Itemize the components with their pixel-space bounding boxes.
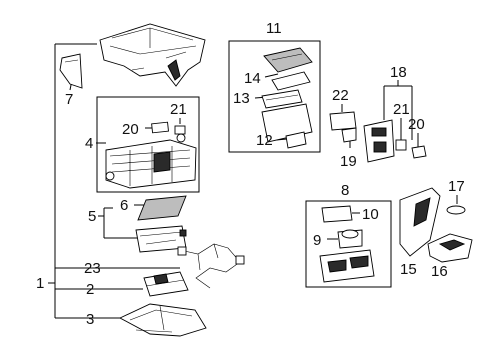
callout-11: 11 — [266, 20, 282, 37]
leader-18 — [383, 80, 413, 140]
callout-20-right: 20 — [408, 116, 425, 133]
part-7-trim-panel — [59, 53, 83, 89]
part-4-storage-bin — [105, 139, 197, 189]
callout-16: 16 — [431, 263, 448, 280]
part-18-bezel — [363, 119, 395, 163]
part-10-insert — [321, 205, 353, 223]
callout-2: 2 — [86, 281, 94, 298]
callout-13: 13 — [233, 90, 250, 107]
group-frame-4 — [96, 96, 200, 193]
part-17-cap — [446, 205, 466, 215]
callout-23: 23 — [84, 260, 101, 277]
callout-21-right: 21 — [393, 101, 410, 118]
group-frame-11 — [228, 40, 321, 153]
callout-1: 1 — [36, 275, 44, 292]
callout-14: 14 — [244, 70, 261, 87]
group-frame-8 — [305, 200, 392, 288]
part-19-knob — [341, 127, 357, 143]
callout-5: 5 — [88, 208, 96, 225]
part-12-lid — [261, 103, 313, 149]
part-20-knob — [411, 145, 427, 159]
part-8-tray — [319, 249, 375, 283]
callout-21-left: 21 — [170, 101, 187, 118]
part-2-bracket — [143, 271, 189, 297]
leader-1 — [48, 43, 160, 319]
callout-19: 19 — [340, 153, 357, 170]
part-13-spring — [261, 89, 303, 109]
part-6-mat — [137, 195, 187, 221]
part-9-cupholder — [337, 229, 363, 249]
callout-18: 18 — [390, 64, 407, 81]
part-21-clip — [174, 125, 186, 143]
callout-8: 8 — [341, 182, 349, 199]
callout-3: 3 — [86, 311, 94, 328]
callout-20-left: 20 — [122, 121, 139, 138]
callout-7: 7 — [65, 91, 73, 108]
callout-17: 17 — [448, 178, 465, 195]
part-15-side-panel — [399, 187, 441, 257]
callout-22: 22 — [332, 87, 349, 104]
callout-9: 9 — [313, 232, 321, 249]
callout-6: 6 — [120, 197, 128, 214]
callout-10: 10 — [362, 206, 379, 223]
callout-4: 4 — [85, 135, 93, 152]
part-console-housing — [99, 23, 206, 87]
leader-5 — [98, 207, 138, 239]
part-16-bezel — [427, 233, 473, 263]
part-3-base-frame — [118, 303, 207, 337]
part-23-wire-harness — [179, 243, 241, 289]
part-22-switch — [329, 111, 357, 131]
callout-12: 12 — [256, 132, 273, 149]
part-14-pad — [271, 71, 311, 91]
part-11-armrest — [263, 47, 313, 73]
part-21-switch — [395, 139, 407, 151]
callout-15: 15 — [400, 261, 417, 278]
part-20-pad — [151, 121, 169, 134]
leader-14 — [264, 73, 279, 78]
